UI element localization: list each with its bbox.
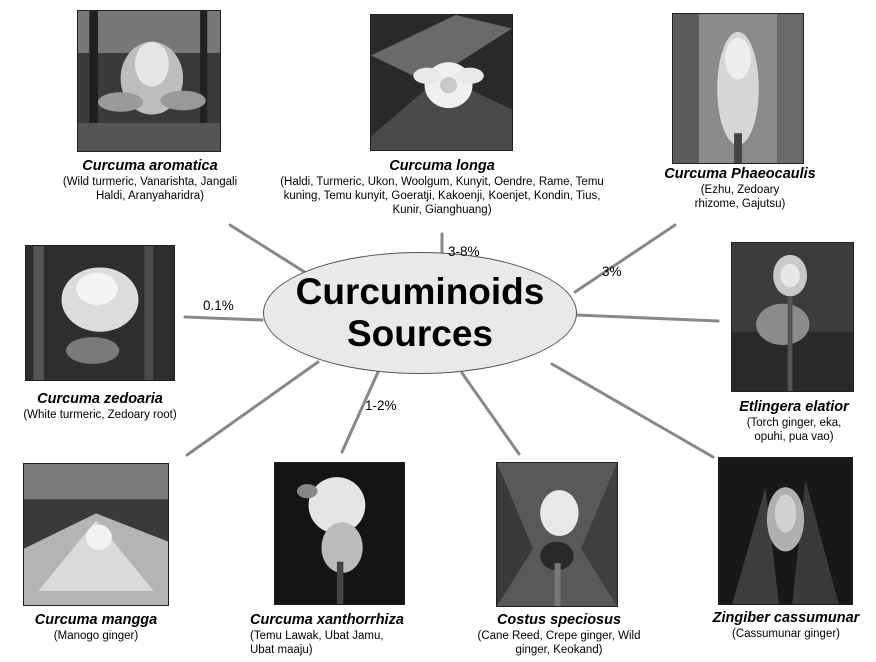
connector-zingiber [552, 364, 713, 457]
center-ellipse: Curcuminoids Sources [263, 252, 577, 374]
photo-curcuma-aromatica [77, 10, 221, 152]
plant-common-names: (Temu Lawak, Ubat Jamu, Ubat maaju) [250, 629, 440, 657]
plant-name: Curcuma zedoaria [2, 391, 198, 408]
label-etlingera-elatior: Etlingera elatior (Torch ginger, eka, op… [722, 399, 866, 444]
label-curcuma-mangga: Curcuma mangga (Manogo ginger) [10, 612, 182, 643]
center-title-line2: Sources [347, 313, 493, 355]
label-curcuma-xanthorrhiza: Curcuma xanthorrhiza (Temu Lawak, Ubat J… [250, 612, 440, 657]
plant-common-names: (Ezhu, Zedoary rhizome, Gajutsu) [640, 183, 840, 211]
connector-phaeocaulis [575, 225, 675, 292]
plant-common-names: (Haldi, Turmeric, Ukon, Woolgum, Kunyit,… [278, 175, 606, 217]
label-curcuma-longa: Curcuma longa (Haldi, Turmeric, Ukon, Wo… [278, 158, 606, 217]
percent-xanthorrhiza: 1-2% [365, 398, 397, 413]
label-curcuma-phaeocaulis: Curcuma Phaeocaulis (Ezhu, Zedoary rhizo… [640, 166, 840, 211]
photo-curcuma-zedoaria [25, 245, 175, 381]
label-zingiber-cassumunar: Zingiber cassumunar (Cassumunar ginger) [700, 610, 872, 641]
plant-common-names: (White turmeric, Zedoary root) [2, 408, 198, 422]
plant-common-names: (Cassumunar ginger) [700, 627, 872, 641]
plant-common-names: (Torch ginger, eka, opuhi, pua vao) [722, 416, 866, 444]
photo-curcuma-mangga [23, 463, 169, 606]
connector-etlingera [576, 315, 718, 321]
label-curcuma-aromatica: Curcuma aromatica (Wild turmeric, Vanari… [48, 158, 252, 203]
photo-zingiber-cassumunar [718, 457, 853, 605]
label-costus-speciosus: Costus speciosus (Cane Reed, Crepe ginge… [476, 612, 642, 657]
plant-name: Curcuma longa [278, 158, 606, 175]
plant-name: Curcuma xanthorrhiza [250, 612, 440, 629]
percent-phaeocaulis: 3% [602, 264, 622, 279]
connector-mangga [187, 362, 318, 455]
photo-curcuma-longa [370, 14, 513, 151]
plant-name: Curcuma mangga [10, 612, 182, 629]
percent-longa: 3-8% [448, 244, 480, 259]
plant-common-names: (Manogo ginger) [10, 629, 182, 643]
connector-costus [462, 373, 519, 454]
plant-name: Curcuma Phaeocaulis [640, 166, 840, 183]
photo-curcuma-xanthorrhiza [274, 462, 405, 605]
plant-name: Curcuma aromatica [48, 158, 252, 175]
plant-common-names: (Wild turmeric, Vanarishta, Jangali Hald… [48, 175, 252, 203]
label-curcuma-zedoaria: Curcuma zedoaria (White turmeric, Zedoar… [2, 391, 198, 422]
photo-etlingera-elatior [731, 242, 854, 392]
connector-zedoaria [185, 317, 262, 320]
center-title-line1: Curcuminoids [296, 271, 545, 313]
plant-name: Etlingera elatior [722, 399, 866, 416]
plant-name: Costus speciosus [476, 612, 642, 629]
photo-costus-speciosus [496, 462, 618, 607]
plant-name: Zingiber cassumunar [700, 610, 872, 627]
percent-zedoaria: 0.1% [203, 298, 234, 313]
plant-common-names: (Cane Reed, Crepe ginger, Wild ginger, K… [476, 629, 642, 657]
photo-curcuma-phaeocaulis [672, 13, 804, 164]
